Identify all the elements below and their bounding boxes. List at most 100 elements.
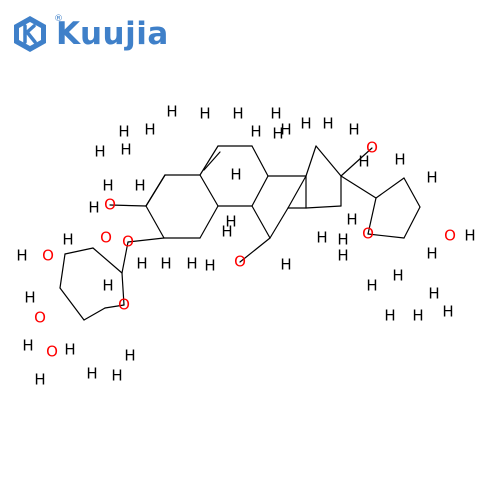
bond: [367, 197, 377, 235]
hydrogen-label: H: [124, 347, 135, 365]
hydrogen-label: H: [102, 177, 113, 195]
hydrogen-label: H: [94, 143, 105, 161]
hydrogen-label: H: [166, 103, 177, 121]
bond: [239, 237, 271, 263]
hydrogen-label: H: [464, 227, 475, 245]
hydrogen-label: H: [118, 123, 129, 141]
hydrogen-label: H: [426, 245, 437, 263]
hydrogen-label: H: [348, 121, 359, 139]
oxygen-label: O: [234, 253, 246, 271]
hydrogen-label: H: [88, 199, 99, 217]
hydrogen-label: H: [272, 125, 283, 143]
kuujia-logo-icon: [14, 16, 46, 52]
hydrogen-label: H: [221, 223, 232, 241]
brand-name: Kuujia: [56, 16, 169, 52]
hydrogen-label: H: [300, 115, 311, 133]
bond: [83, 307, 106, 321]
hydrogen-label: H: [204, 257, 215, 275]
bond: [145, 205, 165, 239]
hydrogen-label: H: [134, 177, 145, 195]
hydrogen-label: H: [225, 213, 236, 231]
bond: [199, 145, 219, 176]
hydrogen-label: H: [384, 307, 395, 325]
oxygen-label: O: [100, 229, 112, 247]
hydrogen-label: H: [22, 337, 33, 355]
hydrogen-label: H: [337, 247, 348, 265]
hydrogen-label: H: [428, 285, 439, 303]
bond: [121, 241, 129, 274]
hydrogen-label: H: [230, 166, 241, 184]
hydrogen-label: H: [322, 115, 333, 133]
hydrogen-label: H: [111, 367, 122, 385]
hydrogen-label: H: [412, 307, 423, 325]
hydrogen-label: H: [144, 121, 155, 139]
oxygen-label: O: [444, 227, 456, 245]
hydrogen-label: H: [280, 121, 291, 139]
bond: [104, 304, 125, 309]
hydrogen-label: H: [120, 141, 131, 159]
bond: [305, 145, 317, 177]
bond: [59, 253, 66, 289]
bond: [64, 247, 94, 255]
hydrogen-label: H: [199, 105, 210, 123]
hydrogen-label: H: [86, 365, 97, 383]
registered-mark: ®: [54, 14, 63, 24]
hydrogen-label: H: [232, 105, 243, 123]
oxygen-label: O: [366, 139, 378, 157]
bond: [367, 233, 405, 239]
oxygen-label: O: [118, 296, 130, 314]
bond: [251, 175, 269, 207]
oxygen-label: O: [122, 233, 134, 251]
hydrogen-label: H: [394, 151, 405, 169]
bond: [315, 145, 342, 177]
hydrogen-label: H: [280, 256, 291, 274]
bond: [92, 247, 123, 274]
bond: [403, 206, 421, 239]
bond: [375, 177, 405, 199]
hydrogen-label: H: [442, 303, 453, 321]
bond: [59, 287, 85, 321]
hydrogen-label: H: [186, 255, 197, 273]
bond: [251, 145, 269, 177]
hydrogen-label: H: [337, 231, 348, 249]
hydrogen-label: H: [366, 277, 377, 295]
bond: [305, 205, 342, 209]
bond: [199, 205, 219, 239]
hydrogen-label: H: [426, 169, 437, 187]
hydrogen-label: H: [270, 105, 281, 123]
bond-lines: [59, 145, 421, 321]
bond: [340, 147, 373, 177]
oxygen-label: O: [46, 343, 58, 361]
hydrogen-label: H: [358, 153, 369, 171]
bond: [203, 151, 221, 171]
bond: [287, 175, 307, 209]
hydrogen-label: H: [160, 255, 171, 273]
hydrogen-label: H: [136, 255, 147, 273]
hydrogen-label: H: [392, 267, 403, 285]
hydrogen-label: H: [24, 289, 35, 307]
bond: [251, 205, 271, 239]
hydrogen-label: H: [34, 371, 45, 389]
hydrogen-label: H: [64, 341, 75, 359]
bond: [269, 207, 289, 239]
oxygen-label: O: [362, 225, 374, 243]
oxygen-label: O: [34, 309, 46, 327]
hydrogen-label: H: [346, 211, 357, 229]
bond: [127, 237, 165, 243]
bond: [199, 174, 219, 207]
bond: [109, 204, 147, 207]
bond: [145, 174, 166, 207]
hydrogen-label: H: [316, 229, 327, 247]
bond: [340, 175, 377, 199]
kuujia-logo: ® Kuujia: [10, 12, 169, 56]
hydrogen-label: H: [102, 277, 113, 295]
oxygen-label: O: [104, 196, 116, 214]
bond: [121, 272, 125, 306]
hydrogen-label: H: [16, 247, 27, 265]
bond: [403, 177, 421, 208]
hydrogen-label: H: [62, 231, 73, 249]
oxygen-label: O: [42, 247, 54, 265]
hydrogen-label: H: [250, 123, 261, 141]
